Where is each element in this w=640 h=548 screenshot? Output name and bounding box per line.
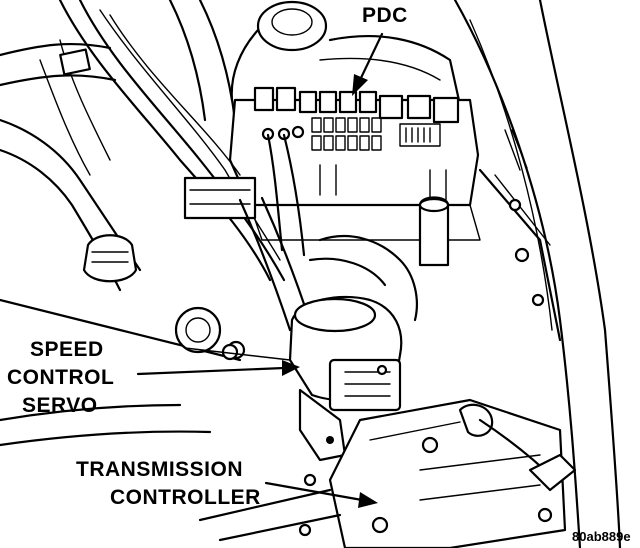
- relay-box: [183, 176, 257, 220]
- power-distribution-center: [228, 86, 481, 241]
- speed-control-servo-label-line-3: SERVO: [22, 394, 98, 417]
- speed-control-servo-label-line-1: SPEED: [30, 338, 104, 361]
- pdc-fuses: [311, 117, 441, 151]
- speed-control-servo-unit: [184, 295, 403, 462]
- pdc-label: PDC: [362, 4, 408, 27]
- pdc-wiring-harness: [58, 0, 306, 282]
- battery-tray: [478, 129, 562, 342]
- speed-control-servo-label-line-2: CONTROL: [7, 366, 114, 389]
- coolant-reservoir-cap: [230, 0, 328, 102]
- figure-id: 80ab889e: [572, 529, 631, 544]
- upper-radiator-hose: [0, 0, 237, 122]
- transmission-controller-label-line-2: CONTROLLER: [110, 486, 261, 509]
- speed-control-servo-label: SPEED CONTROL SERVO: [7, 338, 114, 417]
- transmission-controller-arrow: [264, 481, 378, 508]
- transmission-controller-label: TRANSMISSION CONTROLLER: [76, 458, 261, 509]
- reservoir-body: [319, 34, 472, 152]
- transmission-controller-label-line-1: TRANSMISSION: [76, 458, 243, 481]
- front-crossmember: [198, 473, 342, 542]
- oil-filler-cap: [82, 234, 138, 283]
- transmission-controller-unit: [328, 398, 577, 548]
- speed-control-servo-arrow: [136, 360, 300, 376]
- pdc-relays: [253, 86, 460, 124]
- coolant-hose-right: [308, 196, 450, 322]
- pdc-arrow: [352, 32, 384, 96]
